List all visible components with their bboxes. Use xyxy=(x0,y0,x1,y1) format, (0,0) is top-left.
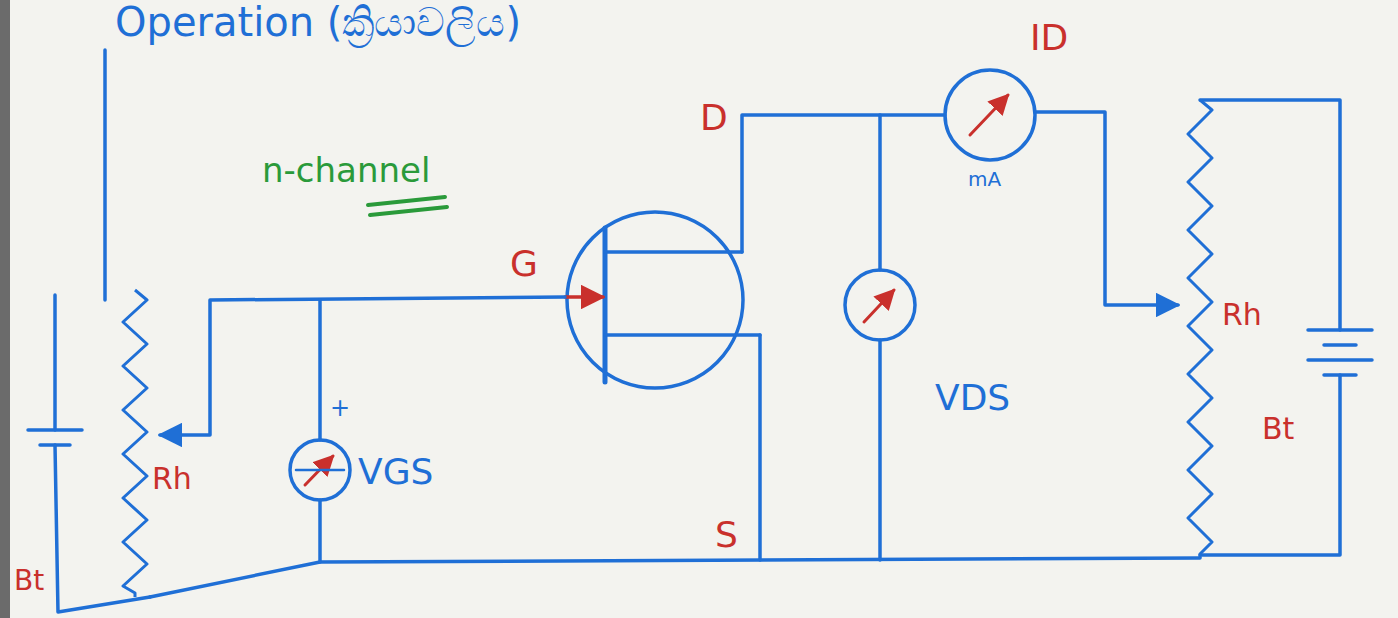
voltmeter-symbol xyxy=(290,440,350,500)
battery-symbol xyxy=(1324,373,1356,377)
battery-name: Bt xyxy=(1262,412,1294,445)
source-wire xyxy=(758,335,762,560)
underline xyxy=(370,207,447,215)
meter-unit: mA xyxy=(968,168,1001,190)
meter-needle xyxy=(864,290,894,322)
binder-edge xyxy=(0,0,10,618)
battery-symbol xyxy=(1308,328,1372,332)
supply-wire xyxy=(53,295,57,430)
terminal-name: S xyxy=(715,515,738,555)
title: Operation (ක්‍රියාවලිය) xyxy=(115,0,521,44)
vgs-wire xyxy=(318,500,322,562)
vds-wire xyxy=(878,115,882,270)
meter-needle xyxy=(970,95,1008,135)
margin-line xyxy=(103,50,107,300)
vgs-wire xyxy=(318,300,322,440)
drain-slider-wire xyxy=(1035,112,1178,305)
drain-wire xyxy=(742,115,945,252)
jfet-envelope xyxy=(567,212,743,388)
polarity-mark: + xyxy=(330,395,350,421)
meter-mark xyxy=(296,469,344,472)
vds-wire xyxy=(878,340,882,560)
meter-name: VDS xyxy=(935,378,1010,418)
gate-wire xyxy=(160,297,565,435)
rheostat-symbol xyxy=(1188,100,1212,558)
common-wire xyxy=(150,558,1200,597)
underline xyxy=(368,197,445,205)
meter-name: VGS xyxy=(358,452,433,492)
drain-lead xyxy=(605,250,742,254)
terminal-name: D xyxy=(700,98,728,138)
meter-name: ID xyxy=(1030,18,1068,58)
ammeter-symbol xyxy=(945,70,1035,160)
battery-symbol xyxy=(1324,343,1356,347)
rheostat-name: Rh xyxy=(152,462,192,495)
gate-arrow xyxy=(565,295,603,299)
source-lead xyxy=(605,333,760,337)
voltmeter-symbol xyxy=(845,270,915,340)
rheostat-name: Rh xyxy=(1222,298,1262,331)
rheostat-symbol xyxy=(123,290,147,597)
supply-wire xyxy=(1200,100,1340,330)
battery-symbol xyxy=(1308,358,1372,362)
battery-symbol xyxy=(28,428,82,432)
terminal-name: G xyxy=(510,244,538,284)
battery-name: Bt xyxy=(14,566,44,597)
supply-wire xyxy=(1200,375,1340,555)
circuit-note: n-channel xyxy=(262,152,430,189)
